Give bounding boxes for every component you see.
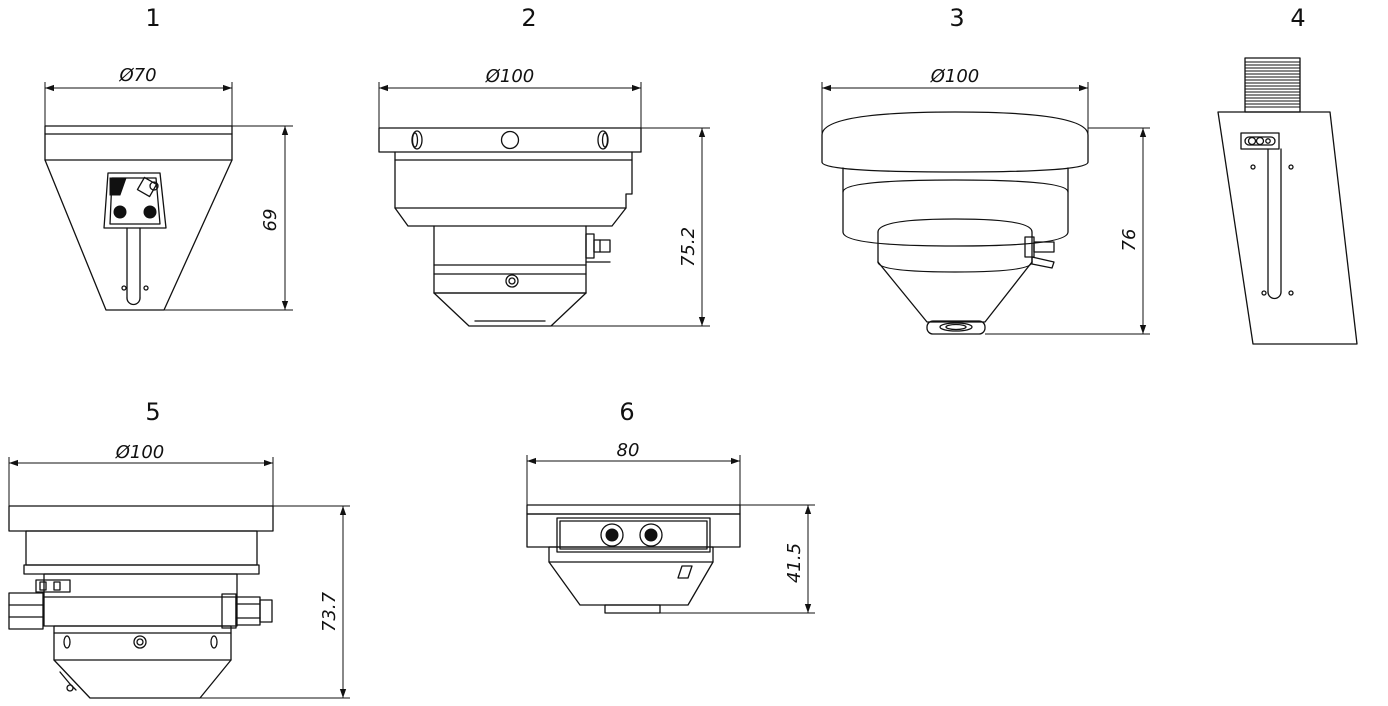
view-6-part-outline	[526, 504, 741, 614]
view-3-part-outline	[821, 111, 1089, 335]
view-1-width-dimension: Ø70	[118, 65, 156, 86]
view-5-part-outline	[8, 505, 274, 699]
view-3: 3 Ø100 76	[821, 4, 1150, 335]
view-5-width-dimension: Ø100	[115, 442, 165, 463]
view-3-height-dimension: 76	[1119, 229, 1140, 252]
view-6-height-dimension: 41.5	[784, 543, 805, 583]
view-5-number: 5	[145, 398, 160, 426]
view-1-number: 1	[145, 4, 160, 32]
view-1: 1 Ø70 69	[44, 4, 293, 311]
view-3-width-dimension: Ø100	[930, 66, 980, 87]
view-6: 6 80 41.5	[526, 398, 815, 614]
view-4-number: 4	[1290, 4, 1305, 32]
view-2-part-outline	[378, 127, 642, 327]
view-2-width-dimension: Ø100	[485, 66, 535, 87]
view-4-thread-lines	[1245, 61, 1300, 108]
view-4: 4	[1217, 4, 1358, 345]
view-6-width-dimension: 80	[617, 440, 640, 461]
view-5-height-dimension: 73.7	[319, 591, 340, 632]
view-6-number: 6	[619, 398, 634, 426]
view-3-number: 3	[949, 4, 964, 32]
view-4-part-outline	[1217, 57, 1358, 345]
view-2-number: 2	[521, 4, 536, 32]
view-1-height-dimension: 69	[260, 209, 281, 232]
view-5: 5 Ø100	[8, 398, 350, 699]
view-1-part-outline	[44, 125, 233, 311]
view-2: 2 Ø100	[378, 4, 710, 327]
view-2-height-dimension: 75.2	[678, 227, 699, 267]
